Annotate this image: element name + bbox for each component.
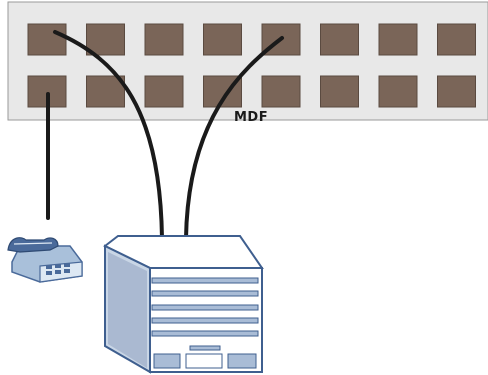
mdf-port [203,23,242,56]
mdf-port [437,75,476,108]
mdf-port [261,75,301,108]
mdf-port [86,23,125,56]
mdf-port [378,75,418,108]
mdf-port [320,23,359,56]
mdf-port [144,23,184,56]
telephone-icon [7,237,83,283]
mdf-port [86,75,125,108]
dslam-device-icon [103,235,264,374]
cable-to-device-left [53,30,164,240]
mdf-label: MDF [234,110,268,125]
mdf-port [27,23,67,56]
mdf-port [378,23,418,56]
mdf-panel: MDF [7,1,488,125]
cable-to-device-right [184,36,284,240]
cables [46,30,284,240]
mdf-port [437,23,476,56]
mdf-port [320,75,359,108]
mdf-port [144,75,184,108]
